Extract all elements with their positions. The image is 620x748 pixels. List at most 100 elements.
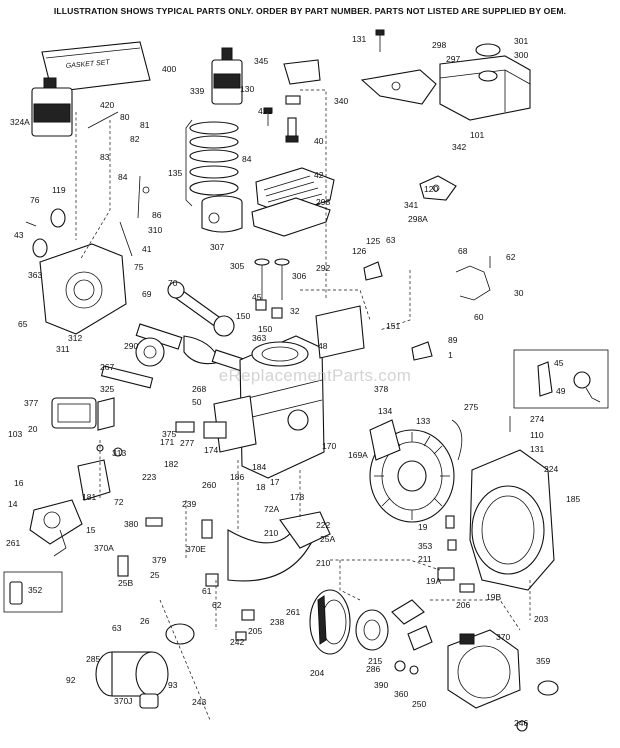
callout-185: 185 [566,494,580,504]
callout-352: 352 [28,585,42,595]
callout-60: 60 [474,312,484,322]
callout-400: 400 [162,64,176,74]
callout-186: 186 [230,472,244,482]
seal-76 [50,208,66,228]
camshaft [100,337,165,389]
spark-plug [285,117,299,143]
callout-80: 80 [120,112,130,122]
callout-239: 239 [182,499,196,509]
callout-353: 353 [418,541,432,551]
diagram-header: ILLUSTRATION SHOWS TYPICAL PARTS ONLY. O… [53,6,567,16]
callout-370A: 370A [94,543,114,553]
callout-325: 325 [100,384,114,394]
oil-seal-75 [32,238,48,258]
callout-135: 135 [168,168,182,178]
callout-375: 375 [162,429,176,439]
valve-springs [255,299,283,319]
callout-70: 70 [168,278,178,288]
oil-bottle-421 [211,47,243,105]
callout-312: 312 [68,333,82,343]
callout-377: 377 [24,398,38,408]
callout-42: 42 [314,170,324,180]
callout-130: 130 [240,84,254,94]
callout-50: 50 [192,397,202,407]
callout-84: 84 [242,154,252,164]
watermark: eReplacementParts.com [218,366,412,385]
callout-211: 211 [418,554,432,564]
callout-69: 69 [142,289,152,299]
air-cleaner [95,623,195,709]
callout-1: 1 [448,350,453,360]
callout-43: 43 [14,230,24,240]
inset-379 [3,571,63,613]
callout-307: 307 [210,242,224,252]
callout-298A: 298A [408,214,428,224]
callout-246: 246 [514,718,528,728]
crankcase-cover [39,243,127,335]
callout-204: 204 [310,668,324,678]
callout-131: 131 [352,34,366,44]
callout-222: 222 [316,520,330,530]
callout-178: 178 [290,492,304,502]
callout-380: 380 [124,519,138,529]
tank-bracket [360,69,437,105]
callout-45: 45 [554,358,564,368]
callout-420: 420 [100,100,114,110]
callout-110: 110 [530,430,544,440]
callout-41: 41 [142,244,152,254]
callout-48: 48 [318,341,328,351]
callout-184: 184 [252,462,266,472]
callout-86: 86 [152,210,162,220]
callout-45: 45 [252,292,262,302]
callout-18: 18 [256,482,266,492]
callout-92: 92 [66,675,76,685]
callout-62: 62 [506,252,516,262]
callout-292: 292 [316,263,330,273]
callout-76: 76 [30,195,40,205]
callout-342: 342 [452,142,466,152]
rewind-starter [447,629,521,709]
callout-370: 370 [496,632,510,642]
breather-tube [285,95,301,105]
callout-206: 206 [456,600,470,610]
reference-lines [75,89,531,721]
callout-286: 286 [366,664,380,674]
callout-205: 205 [248,626,262,636]
callout-290: 290 [124,341,138,351]
callout-311: 311 [56,344,70,354]
callout-268: 268 [192,384,206,394]
base-shroud [227,511,331,582]
callout-151: 151 [386,321,400,331]
callout-19A: 19A [426,576,441,586]
callout-224: 224 [544,464,558,474]
callout-181: 181 [82,492,96,502]
callout-26: 26 [140,616,150,626]
callout-125: 125 [366,236,380,246]
callout-363: 363 [28,270,42,280]
callout-360: 360 [394,689,408,699]
gasket-set-envelope: GASKET SET [41,41,151,93]
intake-bracket [77,459,111,501]
callout-30: 30 [514,288,524,298]
callout-169A: 169A [348,450,368,460]
callout-63: 63 [386,235,396,245]
callout-126: 126 [352,246,366,256]
callout-119: 119 [52,185,66,195]
callout-313: 313 [112,448,126,458]
ignition-module [369,419,401,461]
callout-20: 20 [28,424,38,434]
callout-260: 260 [202,480,216,490]
head-gasket [251,197,331,237]
callout-150: 150 [258,324,272,334]
callout-305: 305 [230,261,244,271]
callout-15: 15 [86,525,96,535]
callout-17: 17 [270,477,280,487]
starter-pawls [391,599,433,675]
oil-bottle-420 [31,77,73,137]
piston-rings [185,119,239,207]
callout-275: 275 [464,402,478,412]
callout-75: 75 [134,262,144,272]
muffler [51,397,115,431]
callout-370E: 370E [186,544,206,554]
